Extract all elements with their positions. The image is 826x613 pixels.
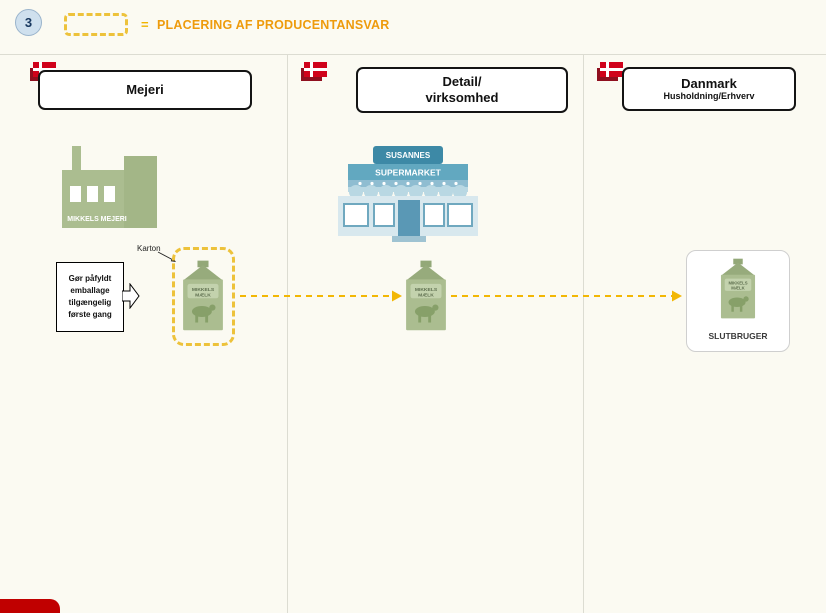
header-divider [0, 54, 826, 55]
process-note-line: tilgængelig [68, 298, 112, 307]
producer-responsibility-frame [172, 247, 235, 346]
supermarket-icon: SUSANNES SUPERMARKET [328, 146, 488, 242]
milk-carton-icon [720, 258, 756, 320]
milk-carton-icon [182, 260, 224, 332]
danish-flag-icon [304, 62, 327, 77]
column-divider-1 [287, 54, 288, 613]
process-note-line: første gang [68, 310, 112, 319]
supermarket-sign-top: SUSANNES [386, 151, 431, 160]
legend-title: PLACERING AF PRODUCENTANSVAR [157, 18, 390, 32]
column-subtitle: virksomhed [425, 90, 499, 105]
legend-equals: = [141, 17, 149, 32]
column-divider-2 [583, 54, 584, 613]
column-header-danmark: Danmark Husholdning/Erhverv [622, 67, 796, 111]
column-title: Mejeri [126, 82, 164, 98]
legend-dashed-box-icon [64, 13, 128, 36]
block-arrow-icon [122, 283, 140, 309]
supermarket-sign-band: SUPERMARKET [375, 168, 441, 178]
danish-flag-icon [600, 62, 623, 77]
factory-label: MIKKELS MEJERI [67, 216, 127, 223]
process-note: Gør påfyldt emballage tilgængelig første… [56, 262, 124, 332]
column-header-mejeri: Mejeri [38, 70, 252, 110]
milk-carton-icon [405, 260, 447, 332]
column-subtitle: Husholdning/Erhverv [663, 91, 755, 102]
step-number-badge: 3 [15, 9, 42, 36]
process-note-line: emballage [70, 286, 110, 295]
karton-label: Karton [137, 244, 161, 253]
end-user-label: SLUTBRUGER [708, 331, 768, 341]
bottom-left-red-shape [0, 599, 60, 613]
dairy-factory-icon: MIKKELS MEJERI [62, 140, 157, 228]
process-note-line: Gør påfyldt [68, 274, 112, 283]
column-title: Danmark [681, 75, 737, 91]
column-title: Detail/ [442, 74, 482, 90]
column-header-detail: Detail/ virksomhed [356, 67, 568, 113]
step-number: 3 [24, 15, 33, 30]
